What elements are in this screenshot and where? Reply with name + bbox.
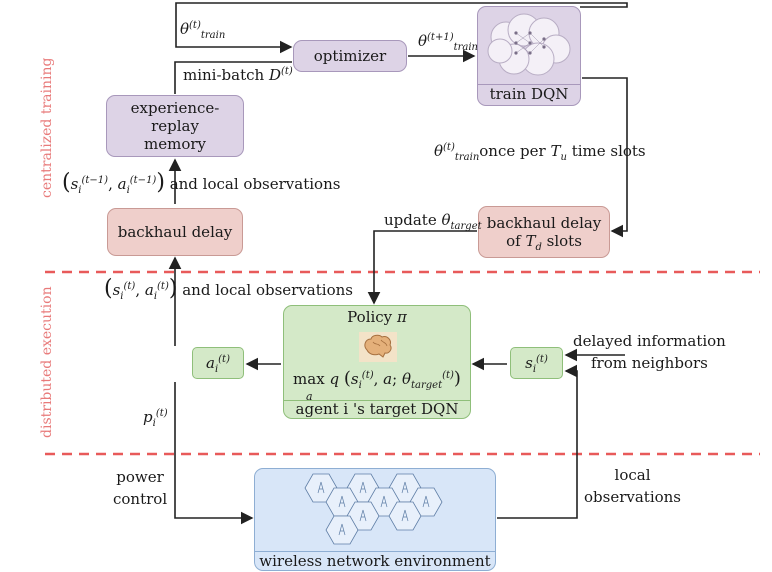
state-action-tuple-label: (si(t), ai(t)) and local observations bbox=[104, 276, 353, 302]
replay-label-line2: memory bbox=[144, 135, 206, 153]
arrow-replay-to-optimizer bbox=[174, 61, 292, 94]
backhaul-delay-node: backhaul delay bbox=[107, 208, 243, 256]
backhaul-td-line1: backhaul delay bbox=[486, 214, 602, 232]
hexagonal-cell-grid-icon bbox=[304, 473, 443, 545]
backhaul-delay-label: backhaul delay bbox=[117, 223, 233, 241]
agent-dqn-label: agent i 's target DQN bbox=[284, 400, 470, 418]
replay-tuple-label: (si(t−1), ai(t−1)) and local observation… bbox=[62, 170, 341, 196]
action-symbol: ai(t) bbox=[206, 354, 230, 375]
brain-icon bbox=[359, 332, 397, 362]
experience-replay-node: experience-replay memory bbox=[106, 95, 244, 157]
policy-title: Policy π bbox=[347, 308, 407, 326]
mini-batch-label: mini-batch D(t) bbox=[183, 66, 293, 84]
delayed-info-label: delayed information from neighbors bbox=[573, 332, 726, 372]
theta-once-per-label: θ(t)trainonce per Tu time slots bbox=[434, 142, 646, 163]
arrow-power-to-environment bbox=[174, 382, 254, 525]
neural-network-icon bbox=[487, 13, 571, 76]
replay-label-line1: experience-replay bbox=[130, 99, 220, 135]
local-observations-label: local observations bbox=[584, 466, 682, 506]
policy-formula: max q (si(t), a; θtarget(t)) bbox=[293, 368, 461, 391]
policy-node: Policy π max q (si(t), a; θtarget(t)) a … bbox=[283, 305, 471, 419]
state-symbol: si(t) bbox=[525, 354, 548, 375]
wireless-environment-node: wireless network environment bbox=[254, 468, 496, 571]
optimizer-node: optimizer bbox=[293, 40, 407, 72]
action-node: ai(t) bbox=[192, 347, 244, 379]
theta-train-next-label: θ(t+1)train bbox=[418, 32, 478, 53]
section-label-execution: distributed execution bbox=[39, 286, 55, 438]
arrow-train-to-backhaul-td bbox=[582, 77, 628, 238]
power-symbol-label: pi(t) bbox=[143, 408, 168, 429]
update-theta-label: update θtarget bbox=[384, 211, 482, 232]
wireless-environment-label: wireless network environment bbox=[255, 551, 495, 570]
train-dqn-node: train DQN bbox=[477, 6, 581, 106]
theta-train-label: θ(t)train bbox=[180, 20, 226, 41]
backhaul-td-line2: of Td slots bbox=[506, 232, 582, 253]
arrow-backhaul-td-to-policy bbox=[367, 230, 477, 305]
backhaul-td-node: backhaul delay of Td slots bbox=[478, 206, 610, 258]
power-control-label: power control bbox=[113, 468, 168, 508]
policy-max-subscript: a bbox=[306, 390, 313, 403]
arrow-train-to-optimizer bbox=[175, 2, 628, 54]
arrow-local-obs-to-state bbox=[497, 364, 578, 519]
optimizer-label: optimizer bbox=[313, 47, 387, 65]
section-label-training: centralized training bbox=[39, 57, 55, 198]
train-dqn-label: train DQN bbox=[478, 84, 580, 103]
state-node: si(t) bbox=[510, 347, 563, 379]
